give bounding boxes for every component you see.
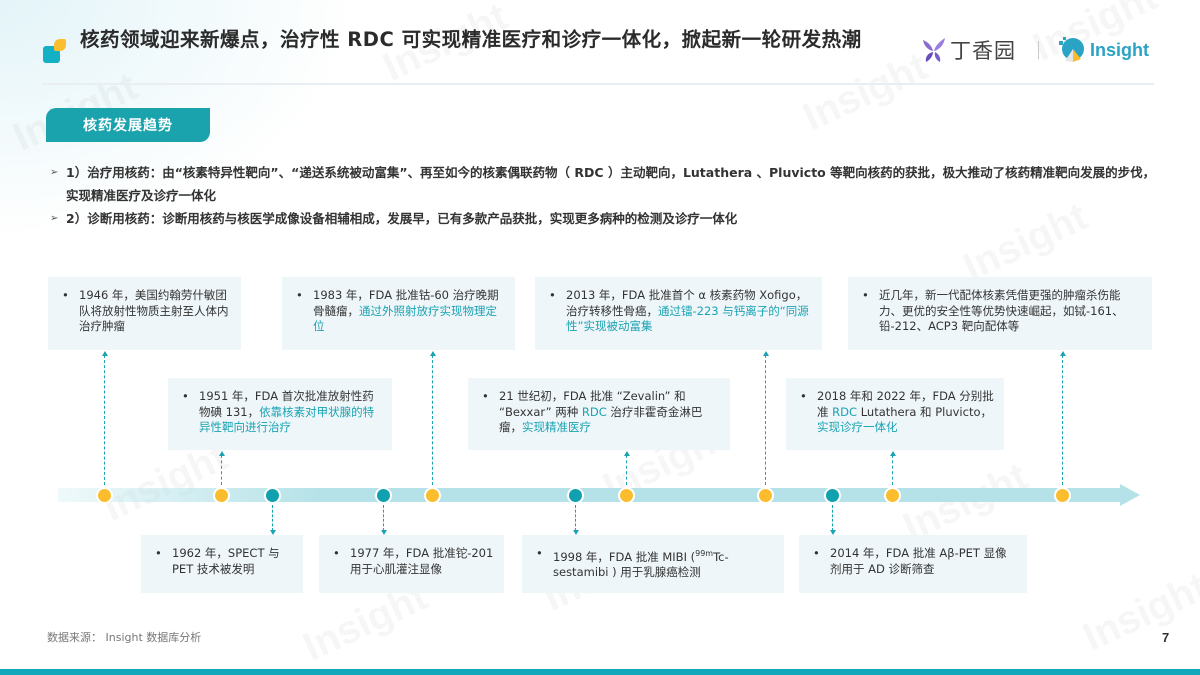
timeline-dot-2014 xyxy=(824,487,841,504)
arrow-bullet-icon: ➢ xyxy=(50,167,59,178)
connector-1998 xyxy=(572,505,579,535)
bullet-text: 2）诊断用核药：诊断用核药与核医学成像设备相辅相成，发展早，已有多款产品获批，实… xyxy=(66,211,738,226)
timeline-dot-1962 xyxy=(264,487,281,504)
timeline-dot-1946 xyxy=(96,487,113,504)
brand-dxy-text: 丁香园 xyxy=(950,39,1016,63)
connector-2018 xyxy=(889,451,896,485)
connector-1983 xyxy=(429,351,436,485)
timeline-dot-2013 xyxy=(757,487,774,504)
summary-bullet-diagnosis: ➢ 2）诊断用核药：诊断用核药与核医学成像设备相辅相成，发展早，已有多款产品获批… xyxy=(50,207,1160,230)
arrow-bullet-icon: ➢ xyxy=(50,213,59,224)
connector-2014 xyxy=(829,505,836,535)
connector-1962 xyxy=(269,505,276,535)
bottom-accent-bar xyxy=(0,669,1200,675)
connector-2000s xyxy=(623,451,630,485)
summary-bullet-therapy: ➢ 1）治疗用核药：由“核素特异性靶向”、“递送系统被动富集”、再至如今的核素偶… xyxy=(50,161,1160,207)
dxy-butterfly-icon xyxy=(920,36,948,64)
timeline-arrow-icon xyxy=(1120,484,1140,506)
timeline-dot-1951 xyxy=(213,487,230,504)
timeline-dot-recent xyxy=(1054,487,1071,504)
connector-2013 xyxy=(762,351,769,485)
connector-1946 xyxy=(101,351,108,485)
slide-logo-icon xyxy=(43,38,67,64)
timeline-dot-1983 xyxy=(424,487,441,504)
timeline-dot-1998 xyxy=(567,487,584,504)
page-title: 核药领域迎来新爆点，治疗性 RDC 可实现精准医疗和诊疗一体化，掀起新一轮研发热… xyxy=(80,28,862,51)
timeline-card-2018: • 2018 年和 2022 年，FDA 分别批准 RDC Lutathera … xyxy=(786,378,1004,450)
timeline-dot-1977 xyxy=(375,487,392,504)
watermark: Insight xyxy=(797,44,935,140)
data-source-note: 数据来源： Insight 数据库分析 xyxy=(47,631,202,644)
brand-insight-text: Insight xyxy=(1090,39,1149,60)
timeline-track xyxy=(58,488,1122,502)
timeline-card-1983: • 1983 年，FDA 批准钴-60 治疗晚期骨髓瘤，通过外照射放疗实现物理定… xyxy=(282,277,515,350)
timeline-card-2013: • 2013 年，FDA 批准首个 α 核素药物 Xofigo，治疗转移性骨癌，… xyxy=(535,277,822,350)
watermark: Insight xyxy=(1077,564,1200,660)
connector-1951 xyxy=(218,451,225,485)
bullet-text: 1）治疗用核药：由“核素特异性靶向”、“递送系统被动富集”、再至如今的核素偶联药… xyxy=(66,165,1156,203)
timeline-card-recent: • 近几年，新一代配体核素凭借更强的肿瘤杀伤能力、更优的安全性等优势快速崛起，如… xyxy=(848,277,1152,350)
timeline-card-1962: • 1962 年，SPECT 与 PET 技术被发明 xyxy=(141,535,303,593)
timeline-dot-2000s xyxy=(618,487,635,504)
timeline-card-2014: • 2014 年，FDA 批准 Aβ-PET 显像剂用于 AD 诊断筛查 xyxy=(799,535,1027,593)
timeline-card-1946: • 1946 年，美国约翰劳什敏团队将放射性物质主射至人体内治疗肿瘤 xyxy=(48,277,241,350)
page-number: 7 xyxy=(1162,630,1170,645)
timeline-card-2000s: • 21 世纪初，FDA 批准 “Zevalin” 和 “Bexxar” 两种 … xyxy=(468,378,730,450)
timeline-card-1998: • 1998 年，FDA 批准 MIBI (99mTc-sestamibi ) … xyxy=(522,535,784,593)
connector-recent xyxy=(1059,351,1066,485)
timeline-card-1951: • 1951 年，FDA 首次批准放射性药物碘 131，依靠核素对甲状腺的特异性… xyxy=(168,378,392,450)
connector-1977 xyxy=(380,505,387,535)
brand-logos: 丁香园 Insight xyxy=(920,34,1149,66)
timeline-dot-2018 xyxy=(884,487,901,504)
summary-bullets: ➢ 1）治疗用核药：由“核素特异性靶向”、“递送系统被动富集”、再至如今的核素偶… xyxy=(50,161,1160,230)
insight-logo-icon xyxy=(1057,35,1087,65)
timeline-card-1977: • 1977 年，FDA 批准铊-201 用于心肌灌注显像 xyxy=(319,535,504,593)
section-tag: 核药发展趋势 xyxy=(46,108,210,142)
header-divider xyxy=(42,83,1154,85)
brand-separator xyxy=(1038,41,1039,59)
